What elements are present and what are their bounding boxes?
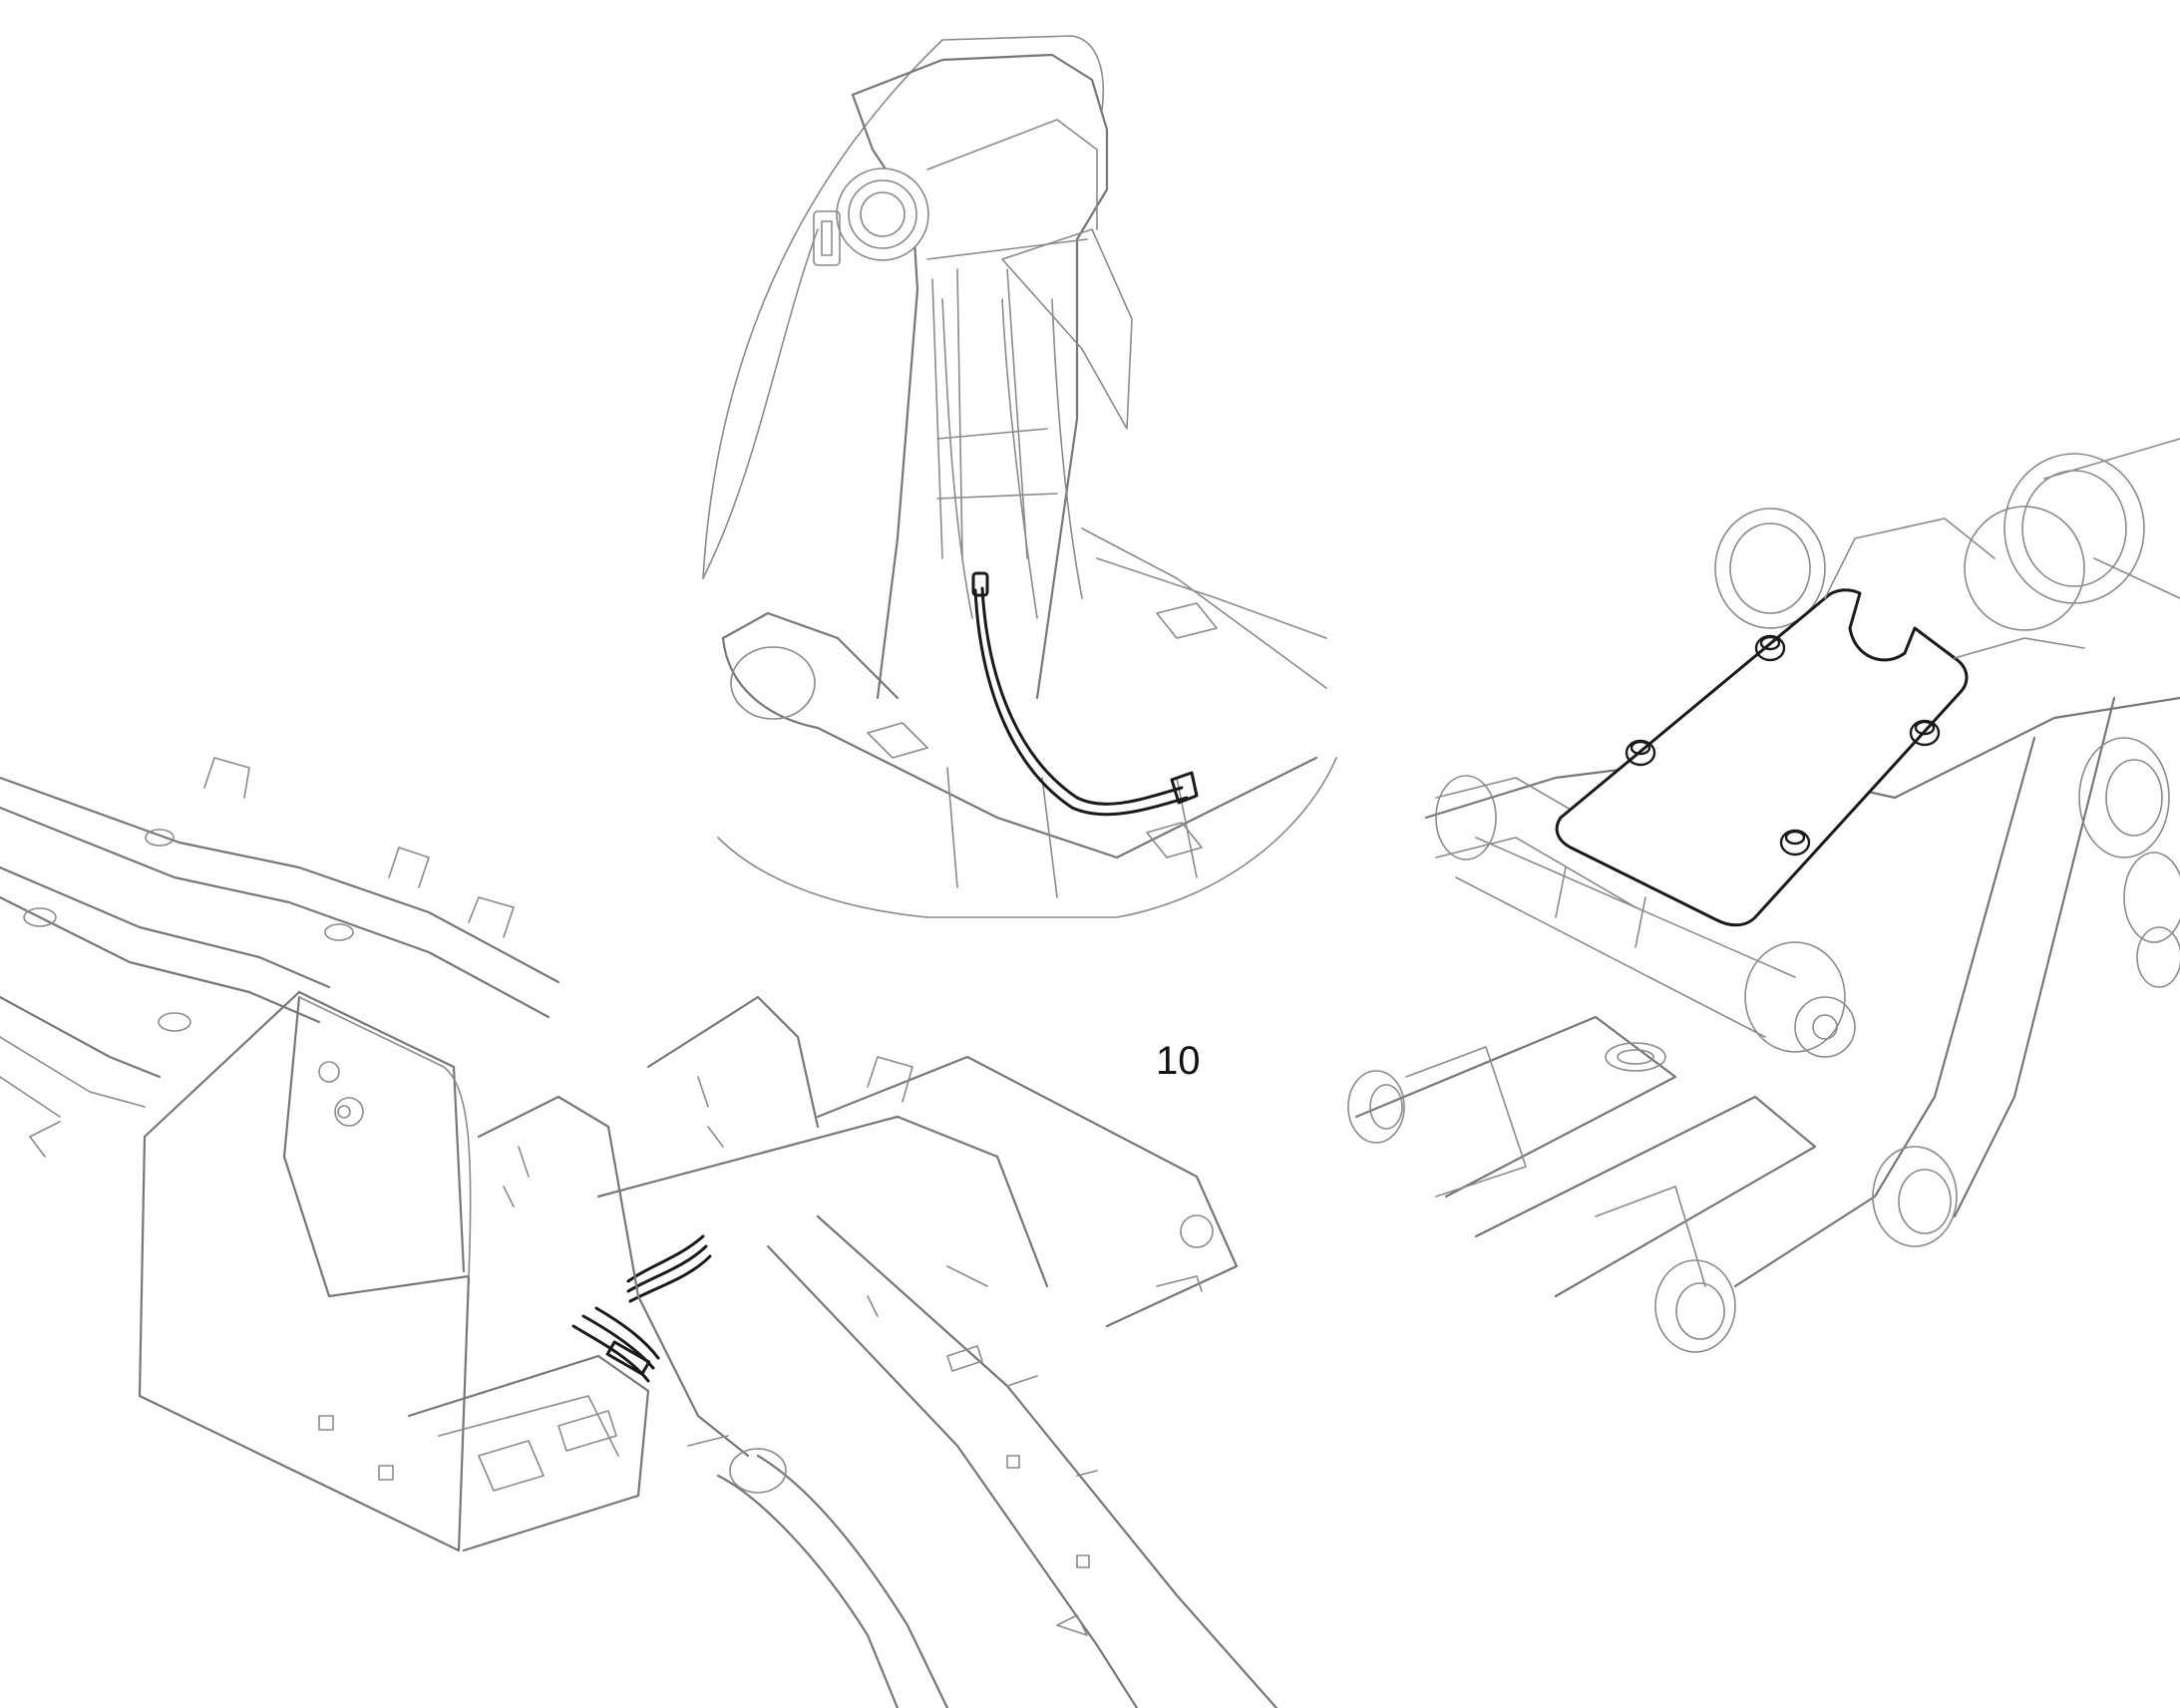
arm-detail-view xyxy=(702,35,1337,918)
callout-number: 10 xyxy=(1156,1039,1201,1083)
main-frame-view xyxy=(0,757,1278,1708)
axle-assembly-view xyxy=(1347,438,2180,1353)
